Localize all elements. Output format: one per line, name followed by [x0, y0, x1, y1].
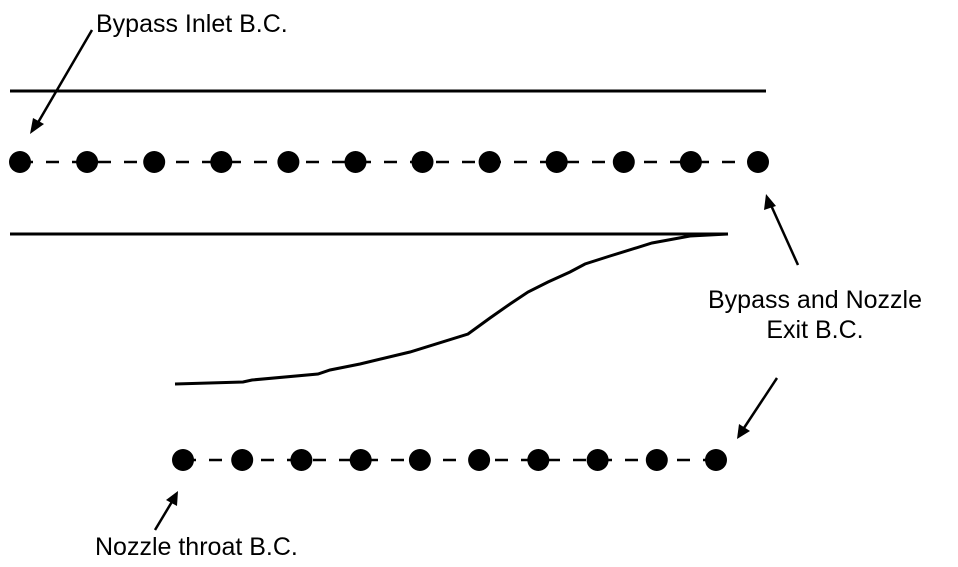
- bypass-grid-node: [411, 151, 434, 173]
- nozzle-contour: [174, 232, 729, 386]
- nozzle-throat-grid-node: [468, 449, 491, 471]
- bypass-grid-node: [9, 151, 31, 173]
- nozzle-throat-grid-node: [290, 449, 313, 471]
- bypass-grid-node: [76, 151, 99, 173]
- bypass-grid-node: [210, 151, 233, 173]
- bypass-grid-node: [612, 151, 635, 173]
- nozzle-throat-grid-node: [408, 449, 431, 471]
- bypass-inlet-arrow: [30, 29, 94, 134]
- nozzle-throat-label: Nozzle throat B.C.: [95, 533, 298, 561]
- bypass-grid-node: [545, 151, 568, 173]
- nozzle-throat-grid-nodes: [172, 449, 727, 471]
- nozzle-throat-grid-node: [586, 449, 609, 471]
- bypass-grid-node: [344, 151, 367, 173]
- exit-label-line-1: Bypass and Nozzle: [707, 286, 922, 314]
- nozzle-throat-grid-node: [527, 449, 550, 471]
- nozzle-exit-arrow: [737, 377, 779, 439]
- bypass-grid-node: [478, 151, 501, 173]
- bypass-grid-node: [679, 151, 702, 173]
- nozzle-throat-grid-node: [349, 449, 372, 471]
- bypass-nozzle-exit-label: Bypass and Nozzle Exit B.C.: [680, 285, 950, 345]
- bypass-grid-node: [143, 151, 166, 173]
- bypass-grid-nodes: [9, 151, 769, 173]
- nozzle-throat-grid-node: [172, 449, 194, 471]
- bypass-exit-arrow: [764, 194, 800, 266]
- bypass-grid-node: [747, 151, 769, 173]
- exit-label-line-2: Exit B.C.: [766, 316, 864, 344]
- nozzle-throat-arrow: [153, 491, 178, 531]
- nozzle-throat-grid-node: [645, 449, 668, 471]
- bypass-grid-node: [277, 151, 300, 173]
- nozzle-throat-grid-node: [705, 449, 727, 471]
- bypass-inlet-label: Bypass Inlet B.C.: [96, 10, 288, 38]
- nozzle-throat-grid-node: [231, 449, 254, 471]
